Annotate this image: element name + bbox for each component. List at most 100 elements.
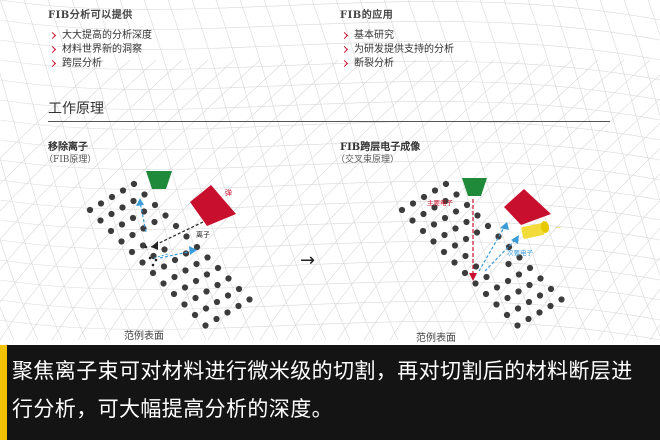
atom-dot (409, 200, 417, 207)
secondary-electron-arrowhead (511, 235, 519, 244)
atom-dot (484, 222, 492, 230)
atom-dot (452, 208, 460, 215)
atom-dot (107, 227, 115, 235)
atom-dot (462, 252, 469, 260)
atom-dot (474, 212, 481, 219)
atom-dot (515, 288, 522, 295)
sputtered-particle (154, 258, 158, 262)
sputtered-particle (144, 245, 148, 249)
atom-dot (419, 227, 427, 235)
atom-dot (525, 315, 532, 323)
atom-dot (441, 214, 449, 222)
atom-dot (149, 269, 157, 277)
atom-dot (430, 238, 437, 245)
atom-dot (193, 260, 200, 268)
atom-dot (462, 235, 470, 243)
atom-dot (558, 296, 565, 303)
sputtered-particle (148, 256, 152, 260)
atom-dot (547, 285, 555, 293)
atom-dot (246, 296, 253, 303)
atom-dot (516, 254, 523, 261)
atom-dot (160, 280, 167, 287)
atom-dot (463, 218, 470, 226)
right-panel-title: FIB跨层电子成像 (340, 142, 421, 153)
atom-dot (171, 256, 179, 264)
atom-dot (493, 301, 500, 308)
atom-dot (225, 275, 232, 282)
sample-atoms (398, 180, 565, 329)
list-item: 为研发提供支持的分析 (340, 43, 454, 57)
side-label: 弹 (225, 188, 232, 197)
atom-dot (130, 180, 138, 188)
atom-dot (472, 280, 479, 287)
right-column-title: FIB的应用 (340, 10, 394, 21)
atom-dot (203, 288, 210, 295)
atom-dot (473, 229, 481, 236)
atom-dot (235, 285, 243, 293)
atom-dot (181, 284, 189, 291)
caption-text: 聚焦离子束可对材料进行微米级的切割，再对切割后的材料断层进行分析，可大幅提高分析… (12, 359, 633, 421)
atom-dot (431, 187, 439, 194)
atom-dot (108, 193, 116, 201)
atom-dot (151, 201, 159, 209)
atom-dot (141, 191, 148, 198)
atom-dot (224, 309, 231, 316)
atom-dot (235, 302, 242, 310)
atom-dot (420, 193, 428, 201)
atom-dot (151, 218, 158, 226)
section-divider (48, 121, 610, 122)
atom-dot (181, 301, 188, 308)
atom-dot (503, 311, 511, 319)
atom-dot (420, 210, 427, 218)
atom-dot (204, 254, 211, 261)
atom-dot (514, 322, 521, 329)
atom-dot (224, 292, 232, 299)
secondary-emission-line (139, 201, 147, 233)
atom-dot (483, 273, 490, 281)
atom-dot (97, 217, 104, 224)
atom-dot (183, 233, 190, 240)
atom-dot (160, 263, 168, 270)
caption-bar (0, 345, 660, 440)
left-column-title: FIB分析可以提供 (48, 10, 133, 21)
atom-dot (504, 294, 511, 302)
atom-dot (451, 259, 458, 266)
green-detector-shape (146, 171, 172, 189)
atom-dot (139, 242, 147, 249)
secondary-label: 次要电子 (507, 248, 534, 257)
sputter-line-short (153, 253, 169, 259)
atom-dot (150, 252, 157, 260)
ion-source-shape (190, 185, 236, 226)
gun-label: — (555, 224, 561, 231)
atom-dot (536, 309, 543, 316)
atom-dot (170, 290, 178, 298)
right-surface-label: 范例表面 (416, 333, 456, 344)
atom-dot (172, 222, 180, 230)
atom-dot (128, 248, 136, 256)
ion-label: 离子 (196, 230, 210, 239)
atom-dot (193, 243, 201, 251)
atom-dot (140, 208, 148, 215)
atom-dot (525, 298, 533, 306)
atom-dot (398, 206, 406, 214)
primary-beam-arrowhead (469, 273, 477, 281)
sputter-line (159, 250, 194, 259)
atom-dot (162, 212, 169, 219)
atom-dot (430, 221, 438, 228)
atom-dot (202, 322, 209, 329)
atom-dot (202, 305, 210, 312)
atom-dot (461, 269, 469, 277)
atom-dot (441, 231, 448, 239)
atom-dot (192, 277, 200, 285)
atom-dot (161, 246, 168, 253)
cross-beam-diagram: — 主要电子 次要电子 (398, 178, 565, 329)
left-surface-label: 范例表面 (124, 331, 164, 342)
atom-dot (119, 187, 127, 194)
atom-dot (129, 214, 137, 222)
sample-atoms (86, 180, 253, 329)
atom-dot (213, 298, 221, 306)
atom-dot (409, 217, 416, 224)
fib-principle-diagram: 弹 离子 (86, 171, 253, 329)
atom-dot (505, 260, 512, 268)
